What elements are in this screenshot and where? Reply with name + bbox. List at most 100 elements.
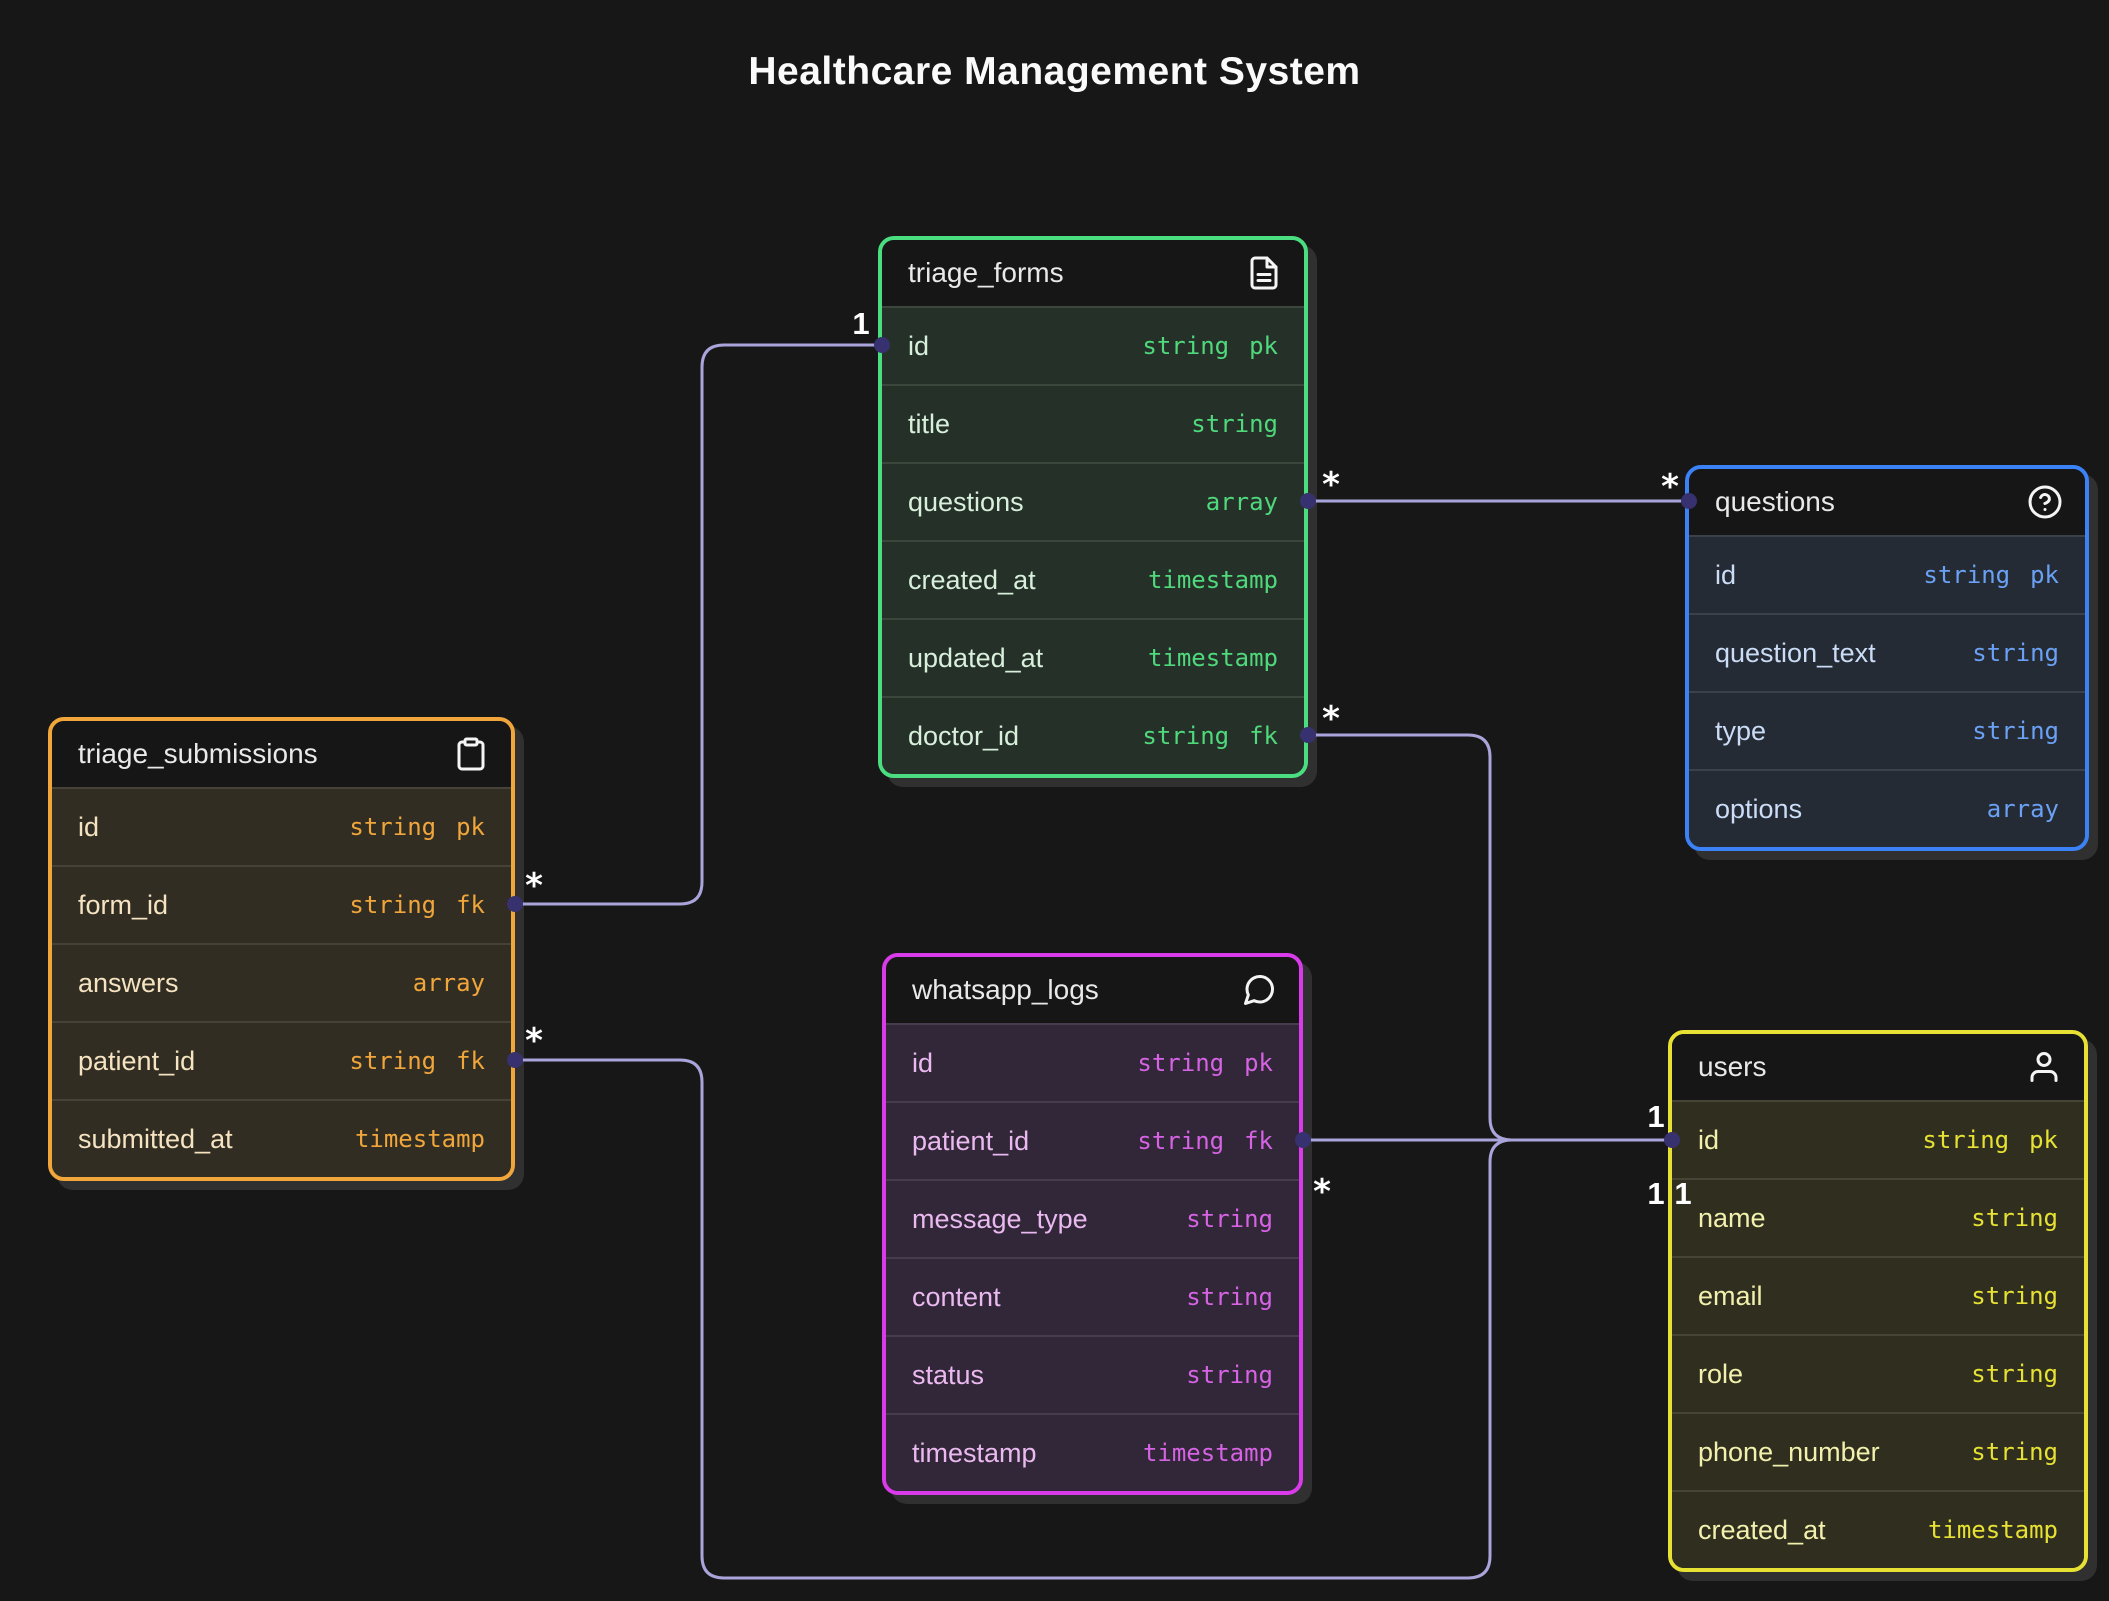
field-type: string (1923, 561, 2011, 589)
cardinality-label: * (525, 866, 543, 906)
field-key-badge: fk (456, 891, 485, 919)
field-type: timestamp (354, 1125, 485, 1153)
field-row-patient_id[interactable]: patient_id string fk (52, 1021, 511, 1099)
field-row-email[interactable]: email string (1672, 1256, 2084, 1334)
field-key-badge: fk (1244, 1127, 1273, 1155)
field-name: name (1698, 1202, 1766, 1233)
field-type: string (1971, 1282, 2058, 1310)
field-type-group: array (1206, 488, 1278, 516)
field-type: array (412, 969, 485, 997)
table-header[interactable]: triage_submissions (52, 721, 511, 787)
field-row-timestamp[interactable]: timestamp timestamp (886, 1413, 1299, 1491)
cardinality-label: 1 (1647, 1176, 1665, 1211)
field-name: content (912, 1281, 1001, 1312)
field-name: email (1698, 1280, 1763, 1311)
field-type: string (1972, 639, 2059, 667)
field-type-group: string fk (349, 1047, 485, 1075)
field-name: role (1698, 1358, 1744, 1389)
field-name: patient_id (78, 1045, 196, 1076)
table-title: triage_forms (908, 257, 1064, 288)
help-circle-icon (2027, 484, 2063, 520)
field-name: question_text (1715, 637, 1876, 668)
field-name: timestamp (912, 1437, 1037, 1468)
table-title: users (1698, 1051, 1767, 1082)
table-title: questions (1715, 486, 1835, 517)
cardinality-label: * (1322, 465, 1340, 505)
cardinality-label: 1 (1674, 1176, 1692, 1211)
field-key-badge: fk (1249, 722, 1278, 750)
field-row-question_text[interactable]: question_text string (1689, 613, 2085, 691)
field-type: timestamp (1927, 1516, 2058, 1544)
field-type-group: string (1186, 1205, 1273, 1233)
cardinality-label: * (1322, 699, 1340, 739)
relationship-line-form (515, 343, 882, 906)
table-header[interactable]: users (1672, 1034, 2084, 1100)
field-type: string (1971, 1438, 2058, 1466)
field-key-badge: pk (456, 813, 485, 841)
field-type: string (1186, 1283, 1273, 1311)
field-key-badge: fk (456, 1047, 485, 1075)
field-type: string (349, 1047, 437, 1075)
field-row-answers[interactable]: answers array (52, 943, 511, 1021)
field-type: timestamp (1142, 1439, 1273, 1467)
field-row-content[interactable]: content string (886, 1257, 1299, 1335)
field-name: answers (78, 967, 179, 998)
cardinality-label: * (1661, 467, 1679, 507)
field-name: updated_at (908, 642, 1044, 673)
field-type-group: string (1971, 1438, 2058, 1466)
field-name: id (912, 1047, 934, 1078)
field-type-group: timestamp (1148, 644, 1278, 672)
field-type-group: array (413, 969, 485, 997)
field-type: string (1186, 1205, 1273, 1233)
field-type: array (1205, 488, 1278, 516)
table-header[interactable]: whatsapp_logs (886, 957, 1299, 1023)
field-row-updated_at[interactable]: updated_at timestamp (882, 618, 1304, 696)
cardinality-label: 1 (852, 306, 870, 341)
field-type: string (1137, 1049, 1225, 1077)
field-type: timestamp (1147, 566, 1278, 594)
table-header[interactable]: triage_forms (882, 240, 1304, 306)
field-type-group: string (1971, 1282, 2058, 1310)
cardinality-label: * (525, 1021, 543, 1061)
table-header[interactable]: questions (1689, 469, 2085, 535)
field-type-group: string (1972, 717, 2059, 745)
field-type-group: array (1987, 795, 2059, 823)
